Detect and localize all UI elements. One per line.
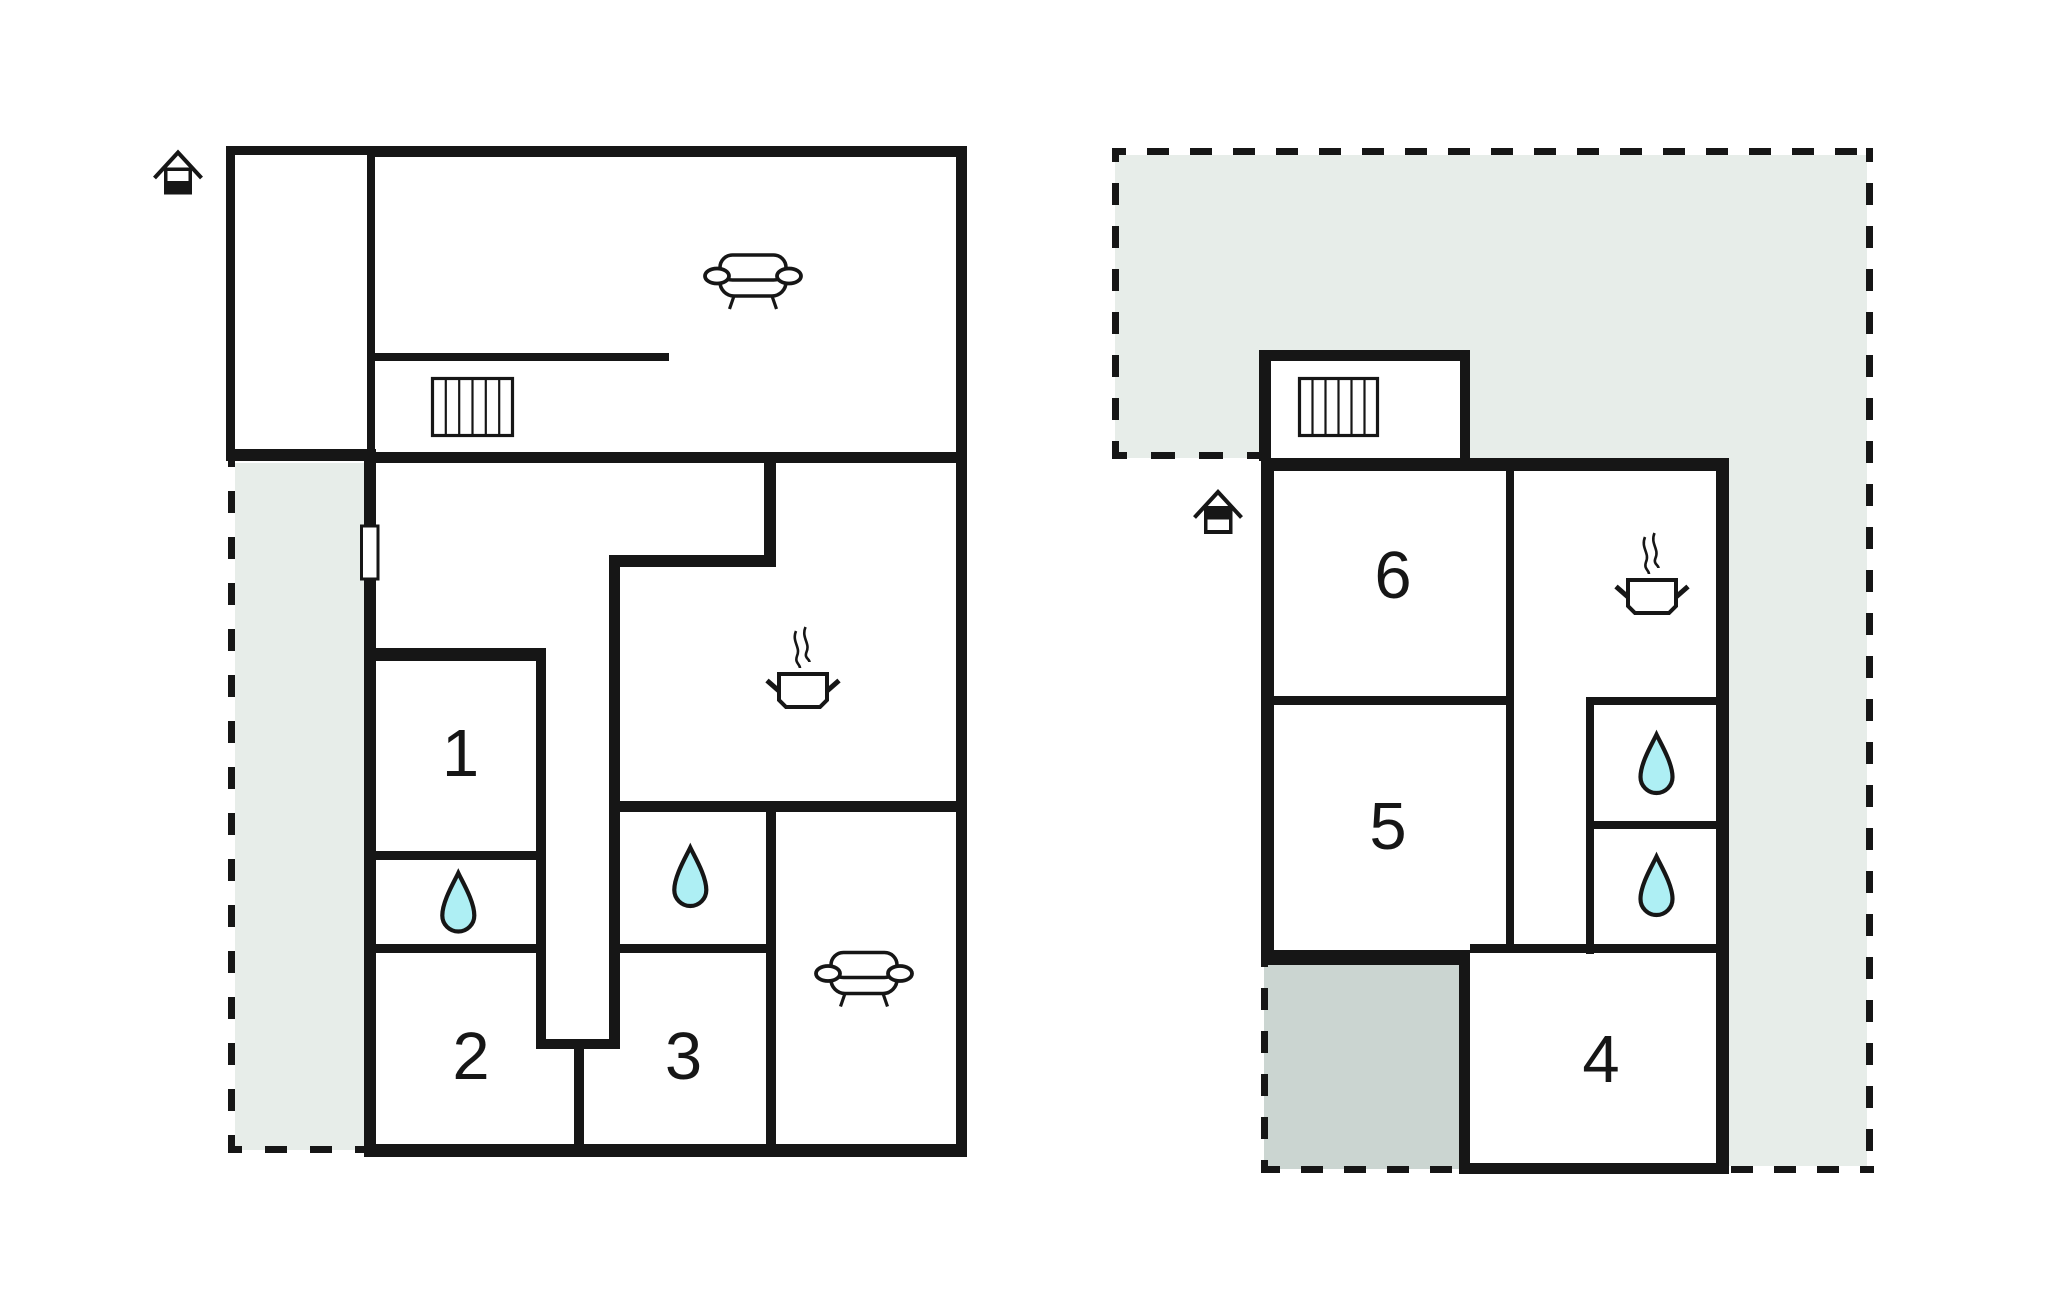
- svg-text:5: 5: [1369, 789, 1406, 864]
- svg-text:6: 6: [1374, 538, 1411, 613]
- svg-text:2: 2: [452, 1019, 489, 1094]
- svg-text:4: 4: [1582, 1022, 1619, 1097]
- svg-text:1: 1: [442, 716, 479, 791]
- svg-text:3: 3: [665, 1019, 702, 1094]
